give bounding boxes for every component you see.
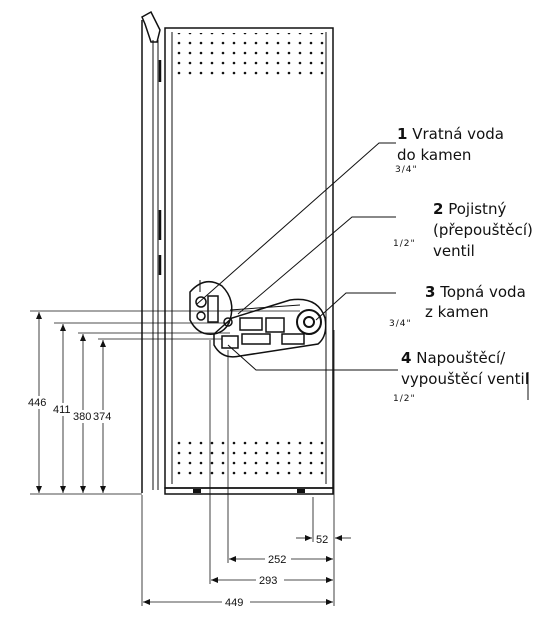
- label-4: 4 Napouštěcí/ vypouštěcí ventil 1/2": [393, 349, 529, 404]
- label-2: 2 Pojistný (přepouštěcí) ventil 1/2": [393, 200, 533, 260]
- svg-text:1/2": 1/2": [393, 394, 416, 404]
- dim-446: 446: [28, 397, 46, 409]
- lower-vent-holes: [176, 436, 326, 480]
- stove-body: [141, 10, 334, 495]
- dim-293: 293: [259, 575, 277, 587]
- top-vent-tab: [141, 10, 161, 43]
- dim-252: 252: [268, 554, 286, 566]
- safety-valve: [239, 317, 263, 331]
- height-dimensions: 446 411 380 374: [26, 310, 300, 495]
- label-1: 1 Vratná voda do kamen 3/4": [395, 125, 504, 175]
- dim-449: 449: [225, 597, 243, 609]
- dim-380: 380: [73, 411, 91, 423]
- svg-text:2 Pojistný: 2 Pojistný: [433, 200, 506, 218]
- heating-water-outlet: [296, 309, 322, 335]
- fill-drain-valve: [221, 335, 239, 349]
- svg-text:z kamen: z kamen: [425, 303, 489, 321]
- leader-1: [196, 142, 396, 305]
- label-3: 3 Topná voda z kamen 3/4": [389, 283, 526, 329]
- svg-text:do kamen: do kamen: [397, 146, 471, 164]
- svg-text:vypouštěcí ventil: vypouštěcí ventil: [401, 370, 529, 388]
- width-dimensions: 52 252 293 449: [141, 330, 351, 609]
- svg-text:3/4": 3/4": [389, 319, 412, 329]
- dim-411: 411: [53, 404, 71, 416]
- base-plinth: [164, 487, 334, 495]
- leader-lines: [196, 142, 529, 400]
- svg-text:4 Napouštěcí/: 4 Napouštěcí/: [401, 349, 506, 367]
- svg-text:(přepouštěcí): (přepouštěcí): [433, 221, 533, 239]
- leader-4: [227, 344, 398, 371]
- svg-text:ventil: ventil: [433, 242, 475, 260]
- svg-text:1 Vratná voda: 1 Vratná voda: [397, 125, 504, 143]
- dim-374: 374: [93, 411, 111, 423]
- return-water-connection: [189, 280, 233, 335]
- leader-3: [315, 292, 396, 321]
- leader-2: [237, 216, 396, 315]
- upper-vent-holes: [176, 33, 326, 77]
- dim-52: 52: [316, 534, 328, 546]
- svg-text:1/2": 1/2": [393, 239, 416, 249]
- svg-text:3 Topná voda: 3 Topná voda: [425, 283, 526, 301]
- svg-text:3/4": 3/4": [395, 165, 418, 175]
